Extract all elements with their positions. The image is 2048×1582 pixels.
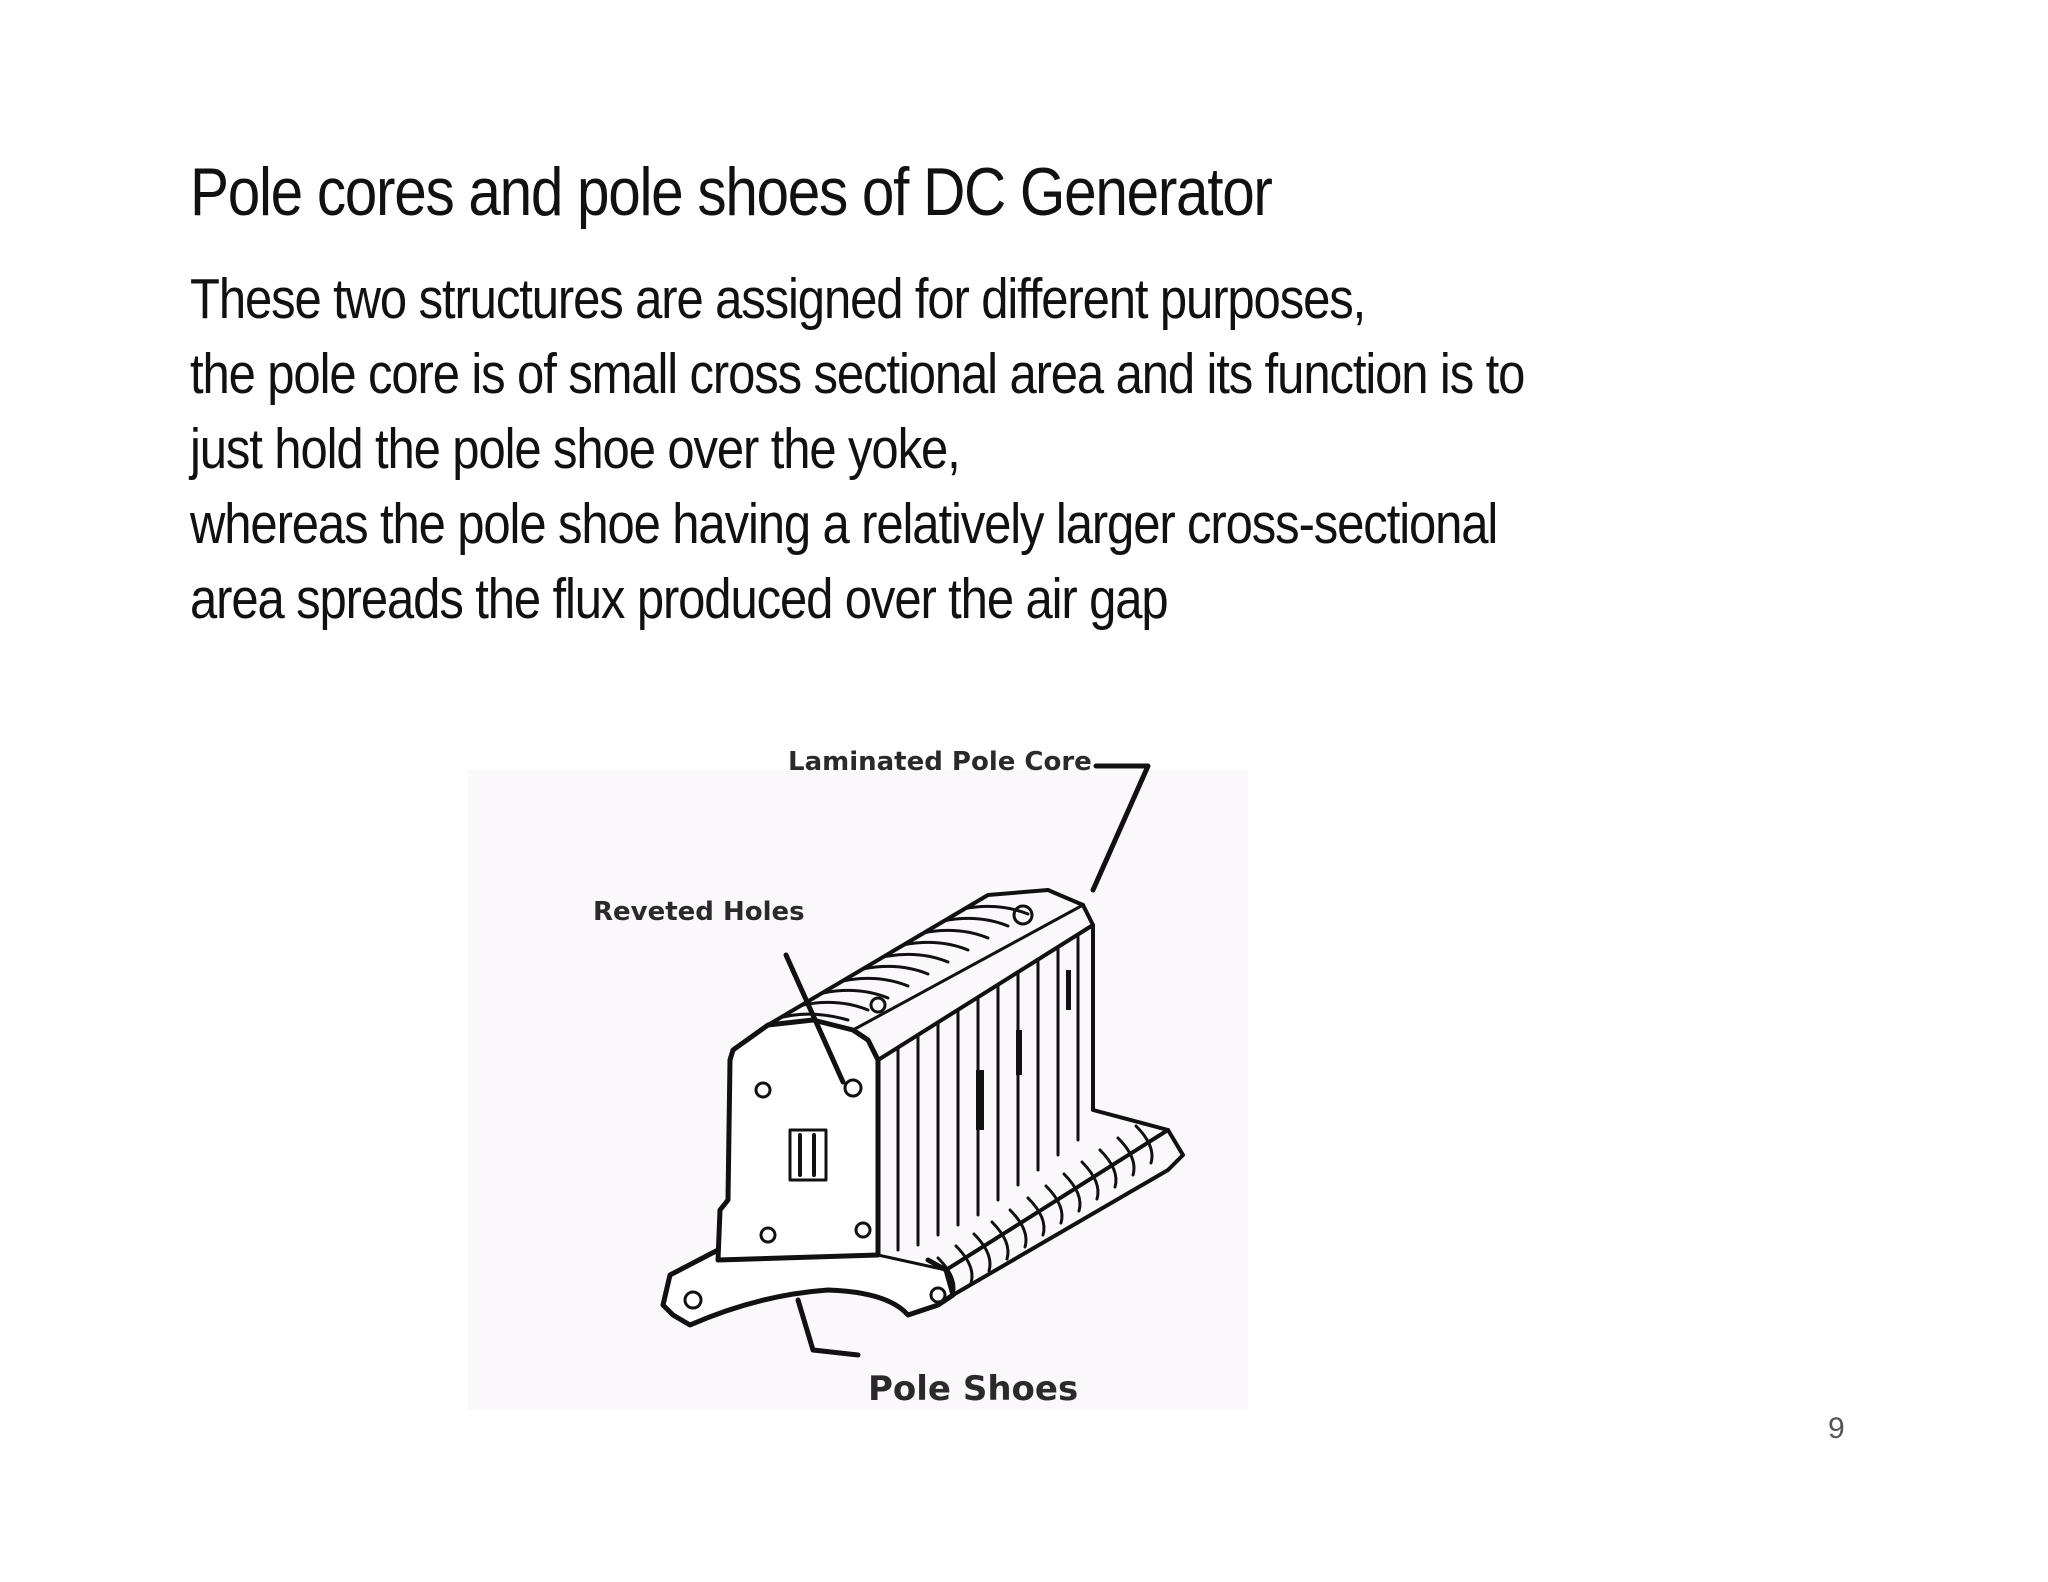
- body-line: the pole core is of small cross sectiona…: [190, 342, 1525, 406]
- slide-title: Pole cores and pole shoes of DC Generato…: [190, 154, 1273, 230]
- pole-diagram: Laminated Pole Core Reveted Holes Pole S…: [468, 730, 1248, 1430]
- body-line: just hold the pole shoe over the yoke,: [190, 417, 961, 481]
- page-number: 9: [1828, 1412, 1845, 1445]
- label-reveted-holes: Reveted Holes: [593, 897, 805, 927]
- body-line: area spreads the flux produced over the …: [190, 567, 1169, 631]
- slide-body: These two structures are assigned for di…: [190, 262, 1525, 637]
- body-line: These two structures are assigned for di…: [190, 267, 1366, 331]
- pole-drawing: [660, 763, 1185, 1358]
- label-laminated-pole-core: Laminated Pole Core: [788, 747, 1092, 777]
- label-pole-shoes: Pole Shoes: [868, 1369, 1078, 1409]
- body-line: whereas the pole shoe having a relativel…: [190, 492, 1498, 556]
